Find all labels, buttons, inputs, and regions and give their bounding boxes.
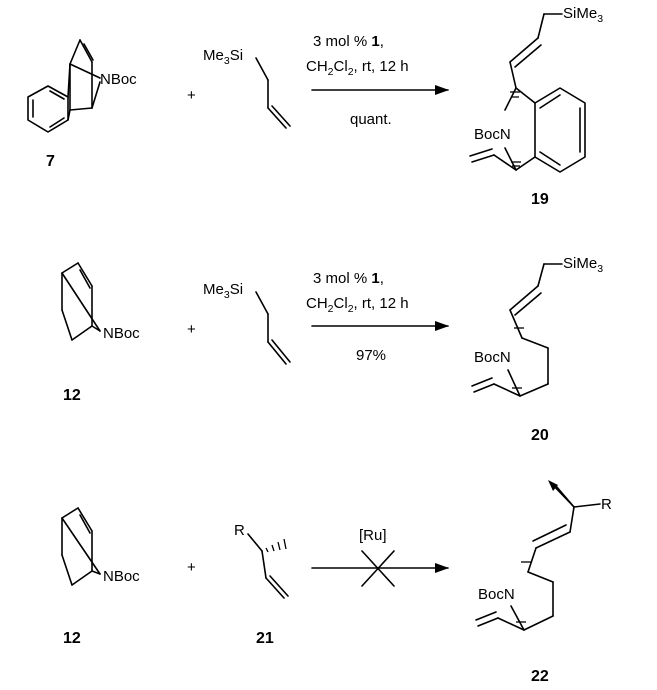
compound-22-structure: R BocN: [475, 480, 612, 631]
conditions-2-catalyst: 3 mol % 1,: [313, 270, 384, 287]
compound-12-structure-a: NBoc: [61, 262, 140, 342]
compound-19-simes-label: SiMe3: [563, 5, 603, 25]
compound-19-structure: SiMe3 BocN: [469, 5, 603, 173]
no-reaction-cross: [361, 550, 395, 587]
plus-sign-2: +: [187, 321, 196, 338]
compound-20-structure: SiMe3 BocN: [471, 255, 603, 397]
compound-20-number: 20: [531, 427, 549, 444]
allyltrimethylsilane-2: Me3Si: [203, 281, 291, 365]
compound-19-bocn-label: BocN: [474, 126, 511, 143]
conditions-1-catalyst: 3 mol % 1,: [313, 33, 384, 50]
plus-sign-1: +: [187, 87, 196, 104]
compound-12-number-b: 12: [63, 630, 81, 647]
compound-7-number: 7: [46, 153, 55, 170]
conditions-3-catalyst: [Ru]: [359, 527, 387, 544]
compound-21-r-label: R: [234, 522, 245, 539]
reagent-2-me3si-label: Me3Si: [203, 281, 243, 301]
compound-12b-nboc-label: NBoc: [103, 568, 140, 585]
reaction-3: NBoc 12 + R 21 [Ru] R: [61, 480, 612, 685]
conditions-2-solvent: CH2Cl2, rt, 12 h: [306, 295, 409, 315]
compound-12-number-a: 12: [63, 387, 81, 404]
compound-20-bocn-label: BocN: [474, 349, 511, 366]
compound-7-structure: NBoc: [27, 39, 137, 133]
compound-12a-nboc-label: NBoc: [103, 325, 140, 342]
compound-22-r-label: R: [601, 496, 612, 513]
reaction-2: NBoc 12 + Me3Si 3 mol % 1, CH2Cl2, rt, 1…: [61, 255, 603, 444]
conditions-2-yield: 97%: [356, 347, 386, 364]
conditions-1-yield: quant.: [350, 111, 392, 128]
compound-21-structure: R: [234, 522, 289, 599]
plus-sign-3: +: [187, 559, 196, 576]
reaction-1: NBoc 7 + Me3Si 3 mol % 1, CH2Cl2, rt, 12…: [27, 5, 603, 208]
allyltrimethylsilane-1: Me3Si: [203, 47, 291, 129]
compound-12-structure-b: NBoc: [61, 507, 140, 586]
compound-20-simes-label: SiMe3: [563, 255, 603, 275]
compound-22-bocn-label: BocN: [478, 586, 515, 603]
compound-21-number: 21: [256, 630, 274, 647]
compound-19-number: 19: [531, 191, 549, 208]
conditions-1-solvent: CH2Cl2, rt, 12 h: [306, 58, 409, 78]
reagent-1-me3si-label: Me3Si: [203, 47, 243, 67]
compound-22-number: 22: [531, 668, 549, 685]
compound-7-nboc-label: NBoc: [100, 71, 137, 88]
